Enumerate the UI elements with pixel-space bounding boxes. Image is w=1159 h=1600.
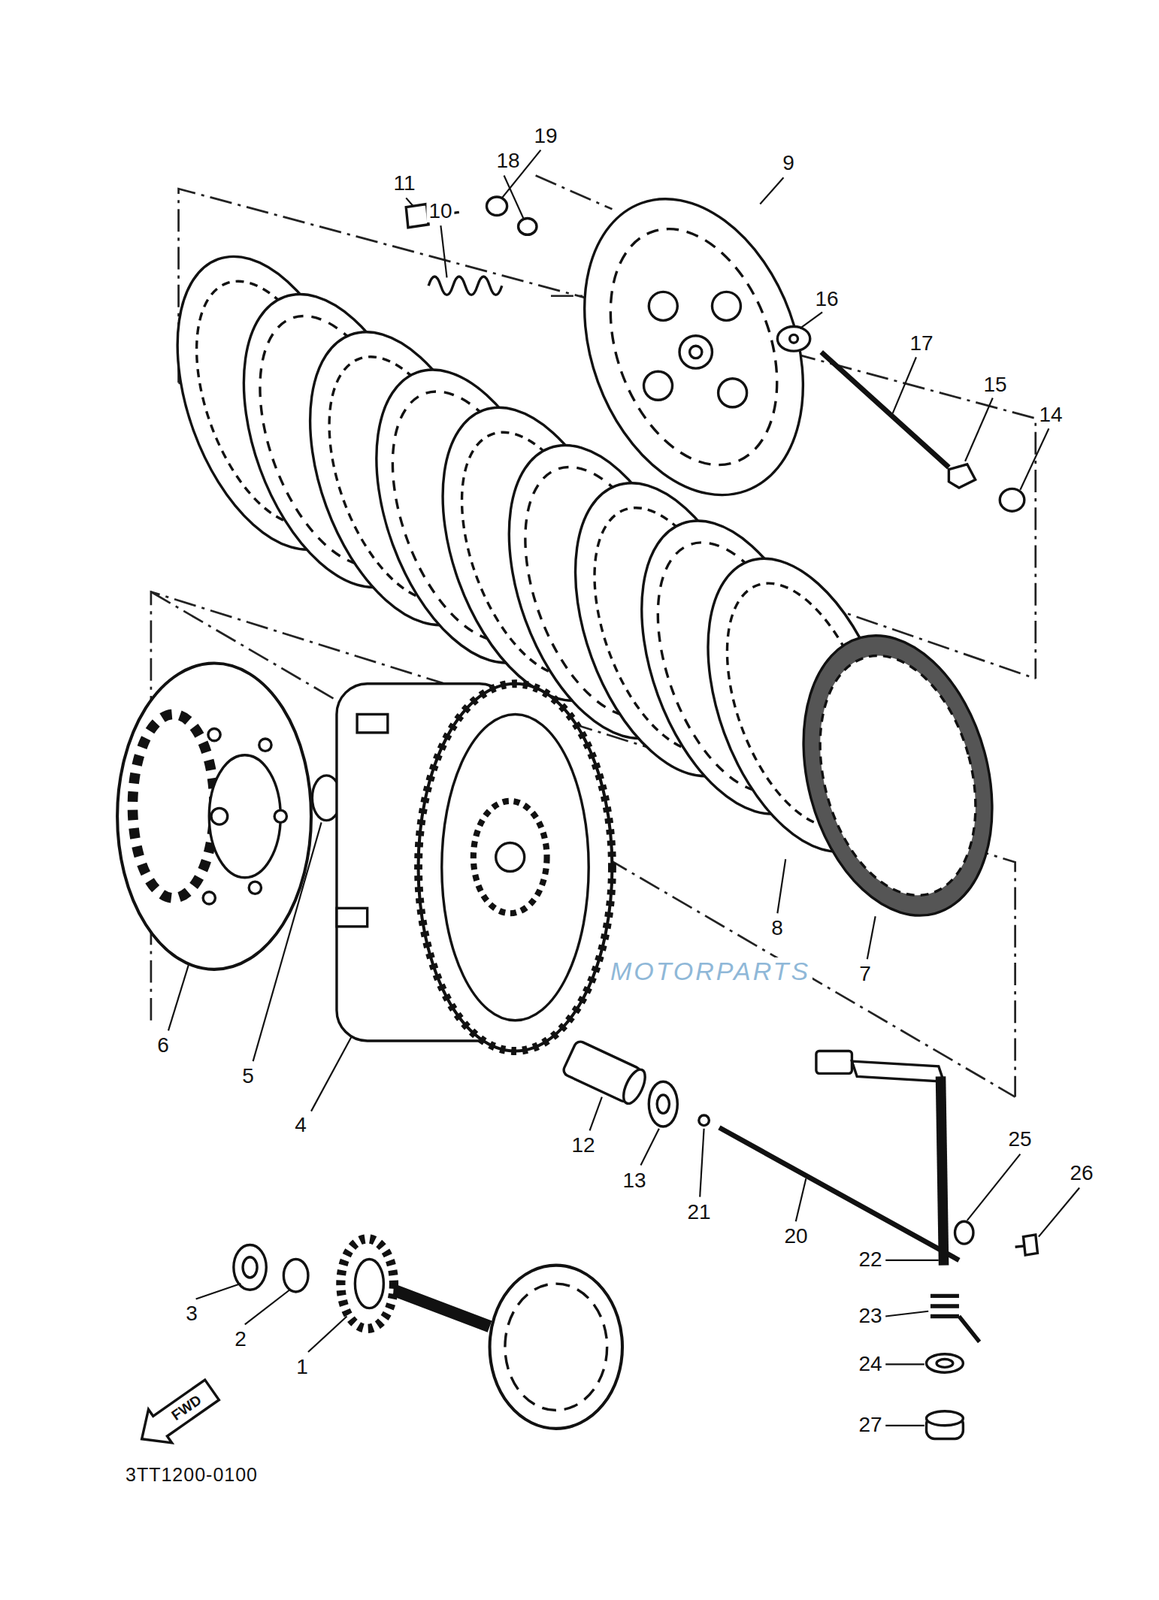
callout-number: 11 <box>390 172 418 195</box>
diagram-code: 3TT1200-0100 <box>123 1464 261 1486</box>
callout-number: 19 <box>531 124 560 148</box>
callout-number: 20 <box>781 1225 810 1248</box>
callout-number: 24 <box>856 1352 884 1376</box>
callout-number: 27 <box>856 1413 884 1437</box>
callout-number: 1 <box>293 1355 311 1379</box>
callout-number: 5 <box>239 1065 257 1088</box>
callout-number: 10 <box>426 199 454 223</box>
callout-number: 15 <box>980 373 1009 397</box>
callout-number: 8 <box>768 916 786 940</box>
callout-number: 9 <box>780 151 797 175</box>
callout-number: 18 <box>493 149 522 173</box>
callout-number: 3 <box>183 1302 200 1326</box>
callout-number: 17 <box>907 332 936 355</box>
callout-number: 12 <box>568 1134 597 1157</box>
callout-number: 25 <box>1005 1128 1034 1151</box>
watermark: MOTORPARTS <box>608 957 813 985</box>
callout-number: 14 <box>1036 403 1065 427</box>
callout-number: 2 <box>232 1328 249 1351</box>
callout-number: 13 <box>620 1169 648 1193</box>
callout-number: 6 <box>154 1034 172 1057</box>
callout-number: 23 <box>856 1304 884 1328</box>
callout-number: 21 <box>684 1201 713 1224</box>
callout-number: 7 <box>856 962 874 986</box>
callout-number: 22 <box>856 1248 884 1271</box>
callout-number: 4 <box>292 1113 309 1137</box>
callout-number: 26 <box>1067 1162 1096 1185</box>
callout-number: 16 <box>812 287 841 311</box>
